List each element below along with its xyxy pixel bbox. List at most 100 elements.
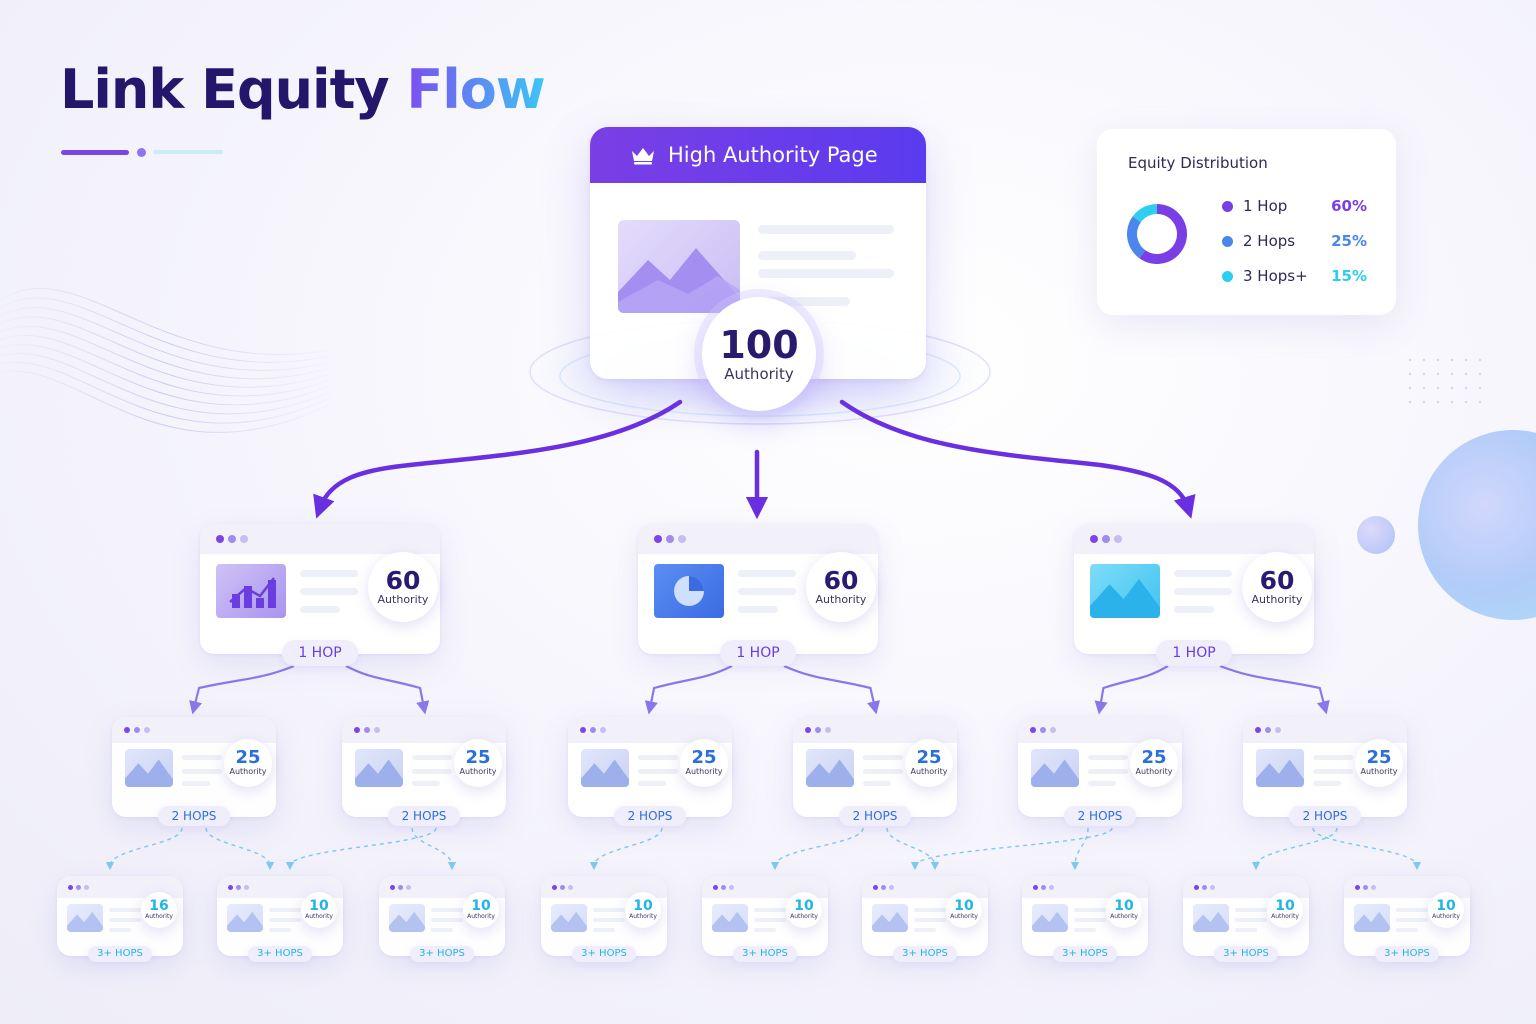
window-dot [805, 727, 811, 733]
donut-slice-3 [1132, 204, 1157, 223]
authority-label: Authority [790, 913, 818, 921]
authority-value: 10 [633, 898, 653, 915]
text-placeholder [182, 781, 210, 786]
text-placeholder [300, 570, 358, 577]
hop2-arrow [783, 664, 880, 715]
hop3-arrow [205, 827, 275, 871]
text-placeholder [914, 918, 946, 922]
legend-value: 15% [1331, 267, 1367, 285]
mountain-image [1032, 904, 1068, 932]
legend-item-3-hops: 3 Hops+ 15% [1222, 265, 1367, 287]
text-placeholder [738, 606, 778, 613]
mountain-image [1256, 749, 1304, 787]
hop3-arrow [1312, 827, 1422, 871]
authority-value: 60 [823, 565, 859, 595]
page-title: Link Equity Flow [60, 58, 546, 121]
window-dot [68, 884, 73, 890]
authority-value: 16 [149, 898, 169, 915]
hop-badge: 3+ HOPS [410, 946, 474, 962]
window-dot [1102, 535, 1110, 543]
authority-value: 25 [916, 747, 942, 769]
window-dot [666, 535, 674, 543]
text-placeholder [412, 769, 452, 774]
mountain-image [355, 749, 403, 787]
text-placeholder [593, 918, 625, 922]
hop3-arrow [770, 827, 864, 871]
authority-label: Authority [305, 913, 333, 921]
window-dot [244, 884, 249, 890]
legend-dot [1222, 235, 1233, 247]
hop-badge: 3+ HOPS [733, 946, 797, 962]
window-dot [815, 727, 821, 733]
mountain-image [618, 220, 740, 313]
authority-value: 60 [385, 565, 421, 595]
mountain-image [67, 904, 103, 932]
window-dot [1090, 535, 1098, 543]
title-accent: Flow [406, 58, 545, 121]
mountain-image [227, 904, 263, 932]
window-dot [1255, 727, 1261, 733]
text-placeholder [758, 297, 850, 306]
hop-badge: 2 HOPS [388, 806, 460, 826]
hop2-arrow [644, 665, 733, 715]
authority-label: Authority [950, 913, 978, 921]
hop-badge: 2 HOPS [1064, 806, 1136, 826]
authority-label: Authority [685, 767, 723, 777]
title-underline-dot [137, 148, 146, 157]
hop1-arrows [313, 399, 1196, 520]
donut-slice-2 [1127, 216, 1146, 259]
text-placeholder [1235, 918, 1267, 922]
hop-badge: 1 HOP [720, 640, 796, 666]
decorative-dots [1408, 358, 1482, 404]
text-placeholder [593, 908, 625, 912]
window-controls [200, 524, 440, 554]
authority-label: Authority [910, 767, 948, 777]
window-dot [580, 727, 586, 733]
window-dot [568, 884, 573, 890]
window-dot [1114, 535, 1122, 543]
hop-badge: 2 HOPS [1289, 806, 1361, 826]
hop3-arrow [886, 827, 940, 871]
mountain-image [806, 749, 854, 787]
hop3-arrow [910, 827, 1113, 871]
window-dot [84, 884, 89, 890]
text-placeholder [109, 928, 131, 932]
text-placeholder [863, 755, 903, 760]
window-dot [144, 727, 150, 733]
window-dot [134, 727, 140, 733]
text-placeholder [758, 251, 856, 260]
mountain-image [1031, 749, 1079, 787]
window-dot [729, 884, 734, 890]
window-controls [342, 717, 506, 743]
mountain-image [551, 904, 587, 932]
authority-label: Authority [1432, 913, 1460, 921]
legend-value: 25% [1331, 232, 1367, 250]
authority-label: Authority [1360, 767, 1398, 777]
text-placeholder [182, 769, 222, 774]
title-main: Link Equity [60, 58, 390, 121]
mountain-image [1193, 904, 1229, 932]
window-dot [390, 884, 395, 890]
